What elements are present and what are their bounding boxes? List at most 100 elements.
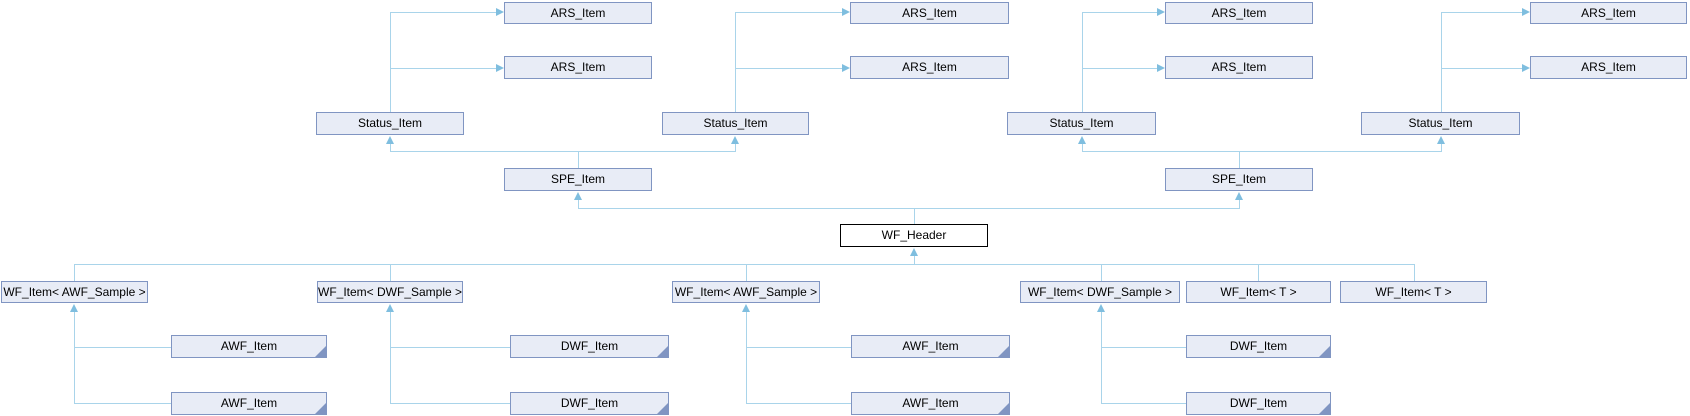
node-label: WF_Item< T >	[1220, 285, 1297, 299]
edge-segment	[1101, 403, 1186, 404]
arrowhead-up-icon	[574, 192, 582, 200]
diagram-node-awf_a1[interactable]: AWF_Item	[171, 335, 327, 358]
edge-segment	[1258, 264, 1259, 281]
arrowhead-right-icon	[496, 8, 504, 16]
edge-segment	[1082, 12, 1083, 112]
edge-segment	[1239, 152, 1240, 168]
edge-segment	[746, 403, 851, 404]
diagram-node-spe1[interactable]: SPE_Item	[504, 168, 652, 191]
arrowhead-up-icon	[731, 136, 739, 144]
node-label: ARS_Item	[1211, 60, 1267, 74]
diagram-node-dwf_d2[interactable]: DWF_Item	[1186, 392, 1331, 415]
node-label: ARS_Item	[1581, 60, 1636, 74]
diagram-node-wf1[interactable]: WF_Item< AWF_Sample >	[1, 281, 148, 303]
edge-segment	[1414, 264, 1415, 281]
node-label: SPE_Item	[550, 172, 606, 186]
arrowhead-up-icon	[386, 304, 394, 312]
node-label: AWF_Item	[220, 396, 278, 410]
arrowhead-right-icon	[1522, 64, 1530, 72]
node-label: ARS_Item	[902, 6, 957, 20]
arrowhead-right-icon	[1522, 8, 1530, 16]
diagram-node-status3[interactable]: Status_Item	[1007, 112, 1156, 135]
diagram-node-wf5[interactable]: WF_Item< T >	[1186, 281, 1331, 303]
arrowhead-up-icon	[1097, 304, 1105, 312]
node-label: ARS_Item	[902, 60, 957, 74]
diagram-node-ars8[interactable]: ARS_Item	[1530, 56, 1687, 79]
node-label: ARS_Item	[550, 6, 606, 20]
node-label: WF_Item< AWF_Sample >	[674, 285, 818, 299]
arrowhead-right-icon	[842, 8, 850, 16]
node-label: WF_Item< DWF_Sample >	[318, 285, 463, 299]
diagram-node-wf4[interactable]: WF_Item< DWF_Sample >	[1020, 281, 1180, 303]
edge-segment	[1101, 312, 1102, 404]
diagram-node-wf6[interactable]: WF_Item< T >	[1340, 281, 1487, 303]
diagram-node-ars4[interactable]: ARS_Item	[850, 56, 1009, 79]
diagram-node-ars7[interactable]: ARS_Item	[1530, 2, 1687, 24]
folded-corner-icon	[657, 346, 668, 357]
diagram-node-awf_c1[interactable]: AWF_Item	[851, 335, 1010, 358]
diagram-node-status2[interactable]: Status_Item	[662, 112, 809, 135]
node-label: ARS_Item	[1581, 6, 1636, 20]
arrowhead-right-icon	[1157, 8, 1165, 16]
edge-segment	[390, 144, 391, 151]
arrowhead-up-icon	[742, 304, 750, 312]
arrowhead-up-icon	[70, 304, 78, 312]
edge-segment	[74, 347, 171, 348]
node-label: Status_Item	[1408, 116, 1473, 130]
node-label: Status_Item	[357, 116, 423, 130]
edge-segment	[914, 256, 915, 264]
node-label: AWF_Item	[902, 339, 959, 353]
edge-segment	[735, 68, 842, 69]
diagram-node-status4[interactable]: Status_Item	[1361, 112, 1520, 135]
diagram-node-ars6[interactable]: ARS_Item	[1165, 56, 1313, 79]
diagram-node-ars5[interactable]: ARS_Item	[1165, 2, 1313, 24]
edge-segment	[1441, 12, 1442, 112]
edge-segment	[74, 403, 171, 404]
edge-segment	[735, 144, 736, 151]
node-label: WF_Item< T >	[1375, 285, 1452, 299]
node-label: DWF_Item	[560, 339, 619, 353]
edge-segment	[390, 68, 496, 69]
arrowhead-right-icon	[496, 64, 504, 72]
edge-segment	[390, 264, 391, 281]
edge-segment	[1239, 200, 1240, 208]
edge-segment	[1082, 151, 1442, 152]
node-label: SPE_Item	[1211, 172, 1267, 186]
diagram-node-spe2[interactable]: SPE_Item	[1165, 168, 1313, 191]
diagram-node-awf_c2[interactable]: AWF_Item	[851, 392, 1010, 415]
edge-segment	[1441, 12, 1522, 13]
diagram-node-dwf_b2[interactable]: DWF_Item	[510, 392, 669, 415]
node-label: Status_Item	[1049, 116, 1114, 130]
node-label: ARS_Item	[1211, 6, 1267, 20]
edge-segment	[578, 208, 1240, 209]
edge-segment	[74, 264, 75, 281]
diagram-node-dwf_b1[interactable]: DWF_Item	[510, 335, 669, 358]
diagram-node-wf3[interactable]: WF_Item< AWF_Sample >	[672, 281, 820, 303]
node-label: AWF_Item	[902, 396, 959, 410]
arrowhead-right-icon	[842, 64, 850, 72]
edge-segment	[390, 12, 496, 13]
diagram-node-dwf_d1[interactable]: DWF_Item	[1186, 335, 1331, 358]
folded-corner-icon	[315, 346, 326, 357]
folded-corner-icon	[998, 346, 1009, 357]
edge-segment	[1082, 12, 1157, 13]
node-label: Status_Item	[703, 116, 768, 130]
edge-segment	[1082, 144, 1083, 151]
node-label: WF_Header	[881, 228, 947, 242]
edge-segment	[746, 312, 747, 404]
diagram-node-status1[interactable]: Status_Item	[316, 112, 464, 135]
diagram-node-ars2[interactable]: ARS_Item	[504, 56, 652, 79]
diagram-node-wf2[interactable]: WF_Item< DWF_Sample >	[317, 281, 463, 303]
edge-segment	[1441, 68, 1522, 69]
diagram-node-ars3[interactable]: ARS_Item	[850, 2, 1009, 24]
edge-segment	[390, 403, 510, 404]
arrowhead-up-icon	[1078, 136, 1086, 144]
diagram-node-awf_a2[interactable]: AWF_Item	[171, 392, 327, 415]
edge-segment	[390, 12, 391, 112]
edge-segment	[74, 312, 75, 404]
diagram-node-wf_header[interactable]: WF_Header	[840, 224, 988, 247]
diagram-node-ars1[interactable]: ARS_Item	[504, 2, 652, 24]
edge-segment	[1101, 347, 1186, 348]
folded-corner-icon	[1319, 403, 1330, 414]
